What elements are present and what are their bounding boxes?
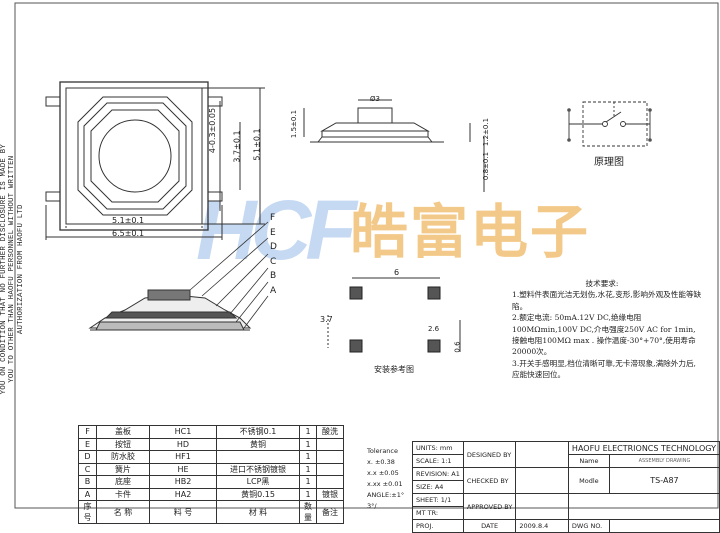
pad-top-right <box>427 286 441 300</box>
dim-pad-h: 3.7 <box>320 315 333 324</box>
dim-side-h1: 1.5±0.1 <box>290 109 299 139</box>
tolerance-block: Tolerance x. ±0.38 x.x ±0.05 x.xx ±0.01 … <box>367 447 405 510</box>
layout-label: 安装参考图 <box>374 365 414 374</box>
schematic-label: 原理图 <box>594 157 624 168</box>
dim-pad-y: 0.6 <box>453 341 462 353</box>
dim-height-body: 5.1±0.1 <box>252 128 262 161</box>
pad-bottom-left <box>349 339 363 353</box>
dim-pad-w: 6 <box>394 268 400 277</box>
top-view <box>45 81 265 240</box>
pad-bottom-right <box>427 339 441 353</box>
side-view <box>303 99 485 192</box>
dim-pad-x: 2.6 <box>428 325 440 333</box>
schematic <box>568 101 651 147</box>
dim-height-cap: 4-0.3±0.05 <box>208 107 218 154</box>
dim-width-inner: 5.1±0.1 <box>112 216 145 225</box>
cross-section <box>88 289 252 331</box>
table-header: 序号名 称料 号材 料数量备注 <box>78 500 344 524</box>
dim-height-button: 3.7±0.1 <box>232 130 242 163</box>
drawing-canvas <box>14 2 719 509</box>
dim-width-outer: 6.5±0.1 <box>112 229 145 238</box>
pad-top-left <box>349 286 363 300</box>
leader-lines <box>189 221 269 329</box>
dim-side-h3: 0.8±0.1 <box>482 151 491 181</box>
dim-dia: Ø3 <box>370 95 380 103</box>
pad-layout <box>327 277 461 352</box>
watermark-company: 皓富电子 <box>350 198 591 266</box>
tech-requirements: 技术要求: 1.塑料件表面光洁无划伤,水花,变形,影响外观及性能等缺陷。 2.额… <box>512 279 702 380</box>
dim-side-h2: 1.2±0.1 <box>482 117 491 147</box>
